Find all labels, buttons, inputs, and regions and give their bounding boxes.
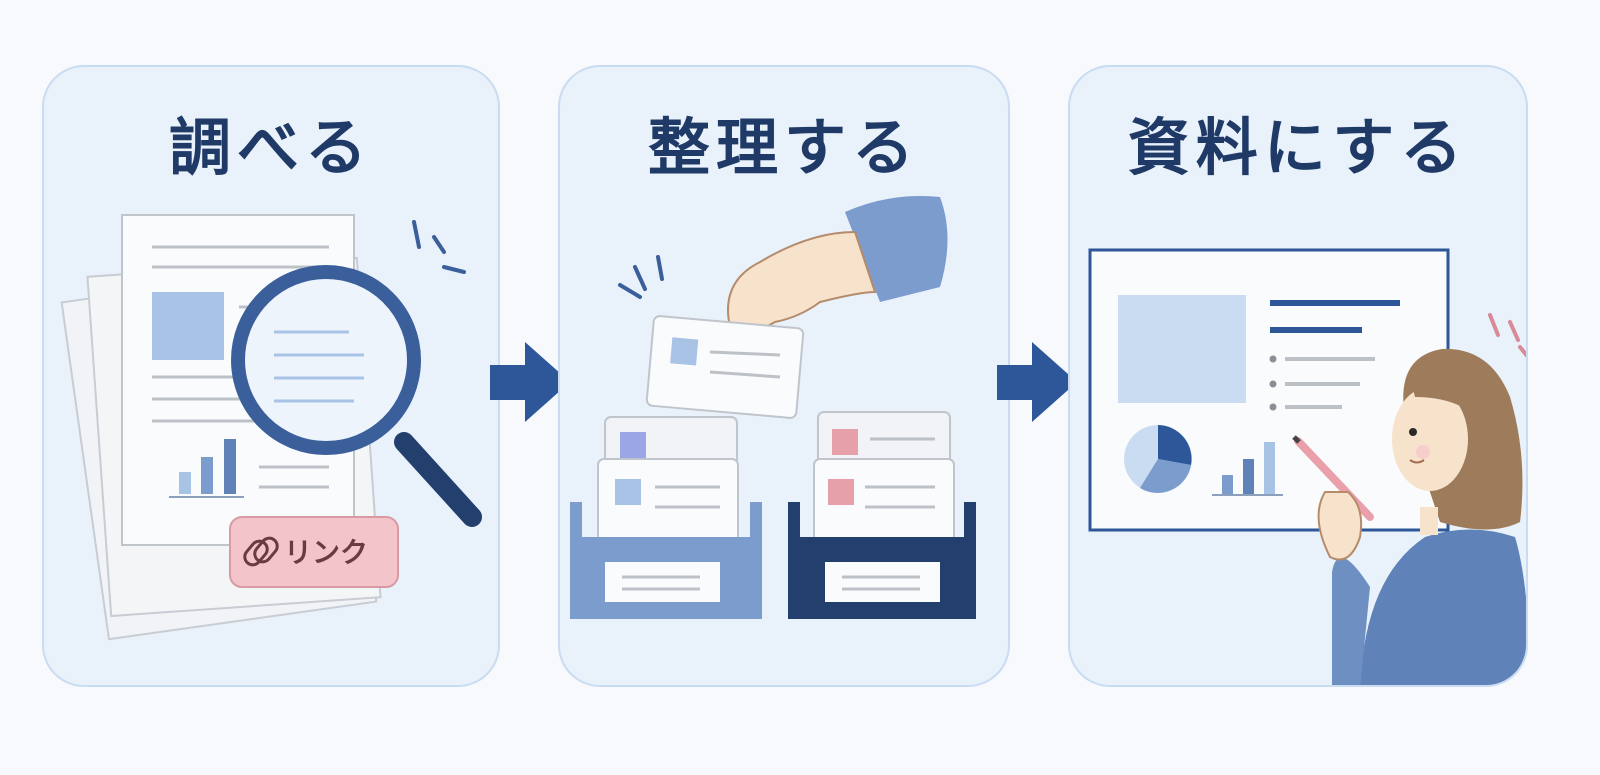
- pie-chart-icon: [1124, 425, 1192, 493]
- step-panel-research: 調べる: [42, 65, 500, 687]
- step-title-research: 調べる: [168, 111, 373, 184]
- person-icon: [1292, 313, 1526, 685]
- step-title-organize: 整理する: [647, 111, 920, 184]
- magnifier-icon: [231, 220, 482, 527]
- step-panel-document: 資料にする: [1068, 65, 1528, 687]
- document-illustration: [1088, 248, 1526, 685]
- step-title-document: 資料にする: [1127, 111, 1469, 184]
- card-box-dark: [788, 411, 976, 619]
- link-tag: リンク: [229, 516, 399, 588]
- hand-icon: [727, 196, 948, 332]
- research-illustration: リンク: [60, 214, 482, 641]
- presentation-board-icon: [1088, 248, 1450, 532]
- card-box-light: [570, 416, 762, 619]
- arrow-right-icon: [997, 342, 1077, 422]
- step-panel-organize: 整理する: [558, 65, 1010, 687]
- held-card: [618, 255, 805, 419]
- link-tag-label: リンク: [284, 536, 368, 569]
- organize-illustration: [570, 196, 976, 619]
- arrow-right-icon: [490, 342, 570, 422]
- chain-link-icon: [243, 536, 279, 567]
- bar-chart-icon: [1212, 442, 1283, 496]
